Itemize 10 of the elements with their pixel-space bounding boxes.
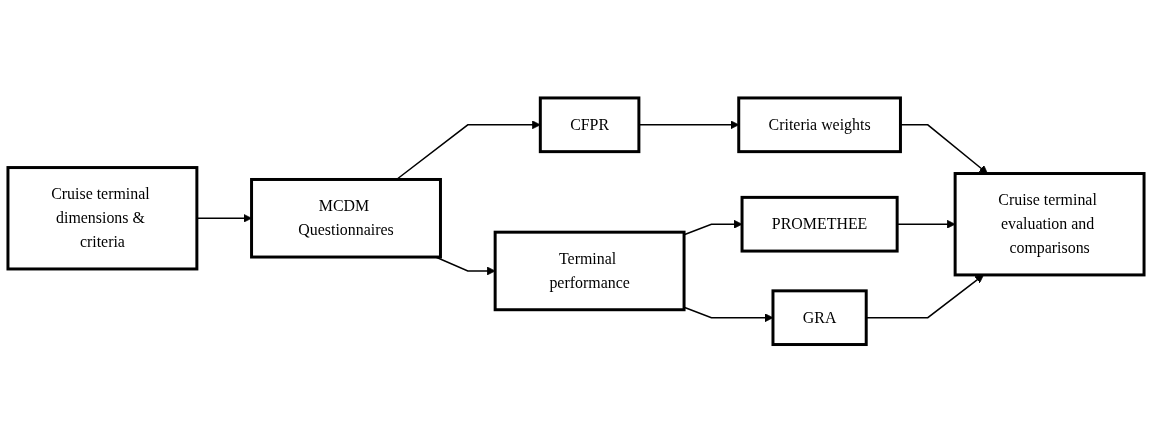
arrow (196, 214, 252, 223)
node-box: PROMETHEE (740, 196, 899, 253)
node-box: CFPR (538, 96, 641, 154)
node-box: Cruise terminal dimensions & criteria (6, 166, 199, 271)
node-box: MCDM Questionnaires (250, 178, 442, 259)
node-box: GRA (771, 289, 868, 347)
node-box: Criteria weights (737, 96, 902, 154)
arrow (683, 220, 743, 236)
node-box: Cruise terminal evaluation and comparisons (953, 172, 1146, 277)
node-box: Terminal performance (493, 230, 686, 312)
